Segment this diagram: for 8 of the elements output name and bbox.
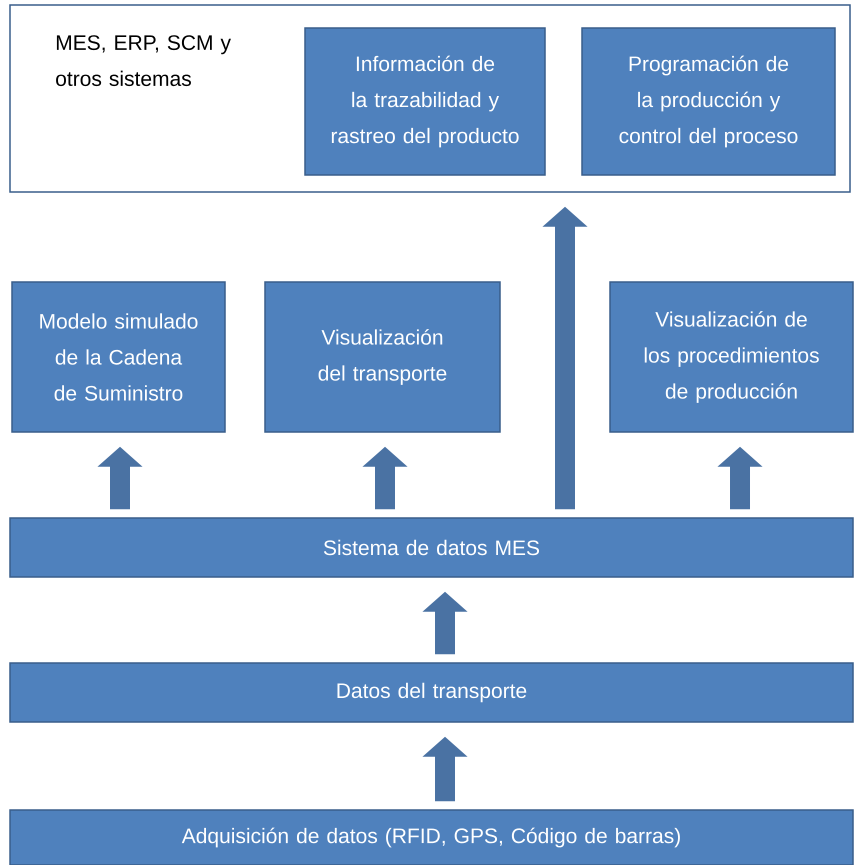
process-box: Visualización del transporte	[264, 281, 501, 433]
process-box: Sistema de datos MES	[9, 517, 854, 578]
process-box: Modelo simulado de la Cadena de Suministro	[11, 281, 226, 433]
process-box: Adquisición de datos (RFID, GPS, Código de barras)	[9, 809, 854, 865]
process-box: Programación de la producción y control del proceso	[581, 27, 836, 176]
process-box: Visualización de los procedimientos de producción	[609, 281, 854, 433]
process-box: Datos del transporte	[9, 662, 854, 723]
process-box: Información de la trazabilidad y rastreo del producto	[304, 27, 546, 176]
